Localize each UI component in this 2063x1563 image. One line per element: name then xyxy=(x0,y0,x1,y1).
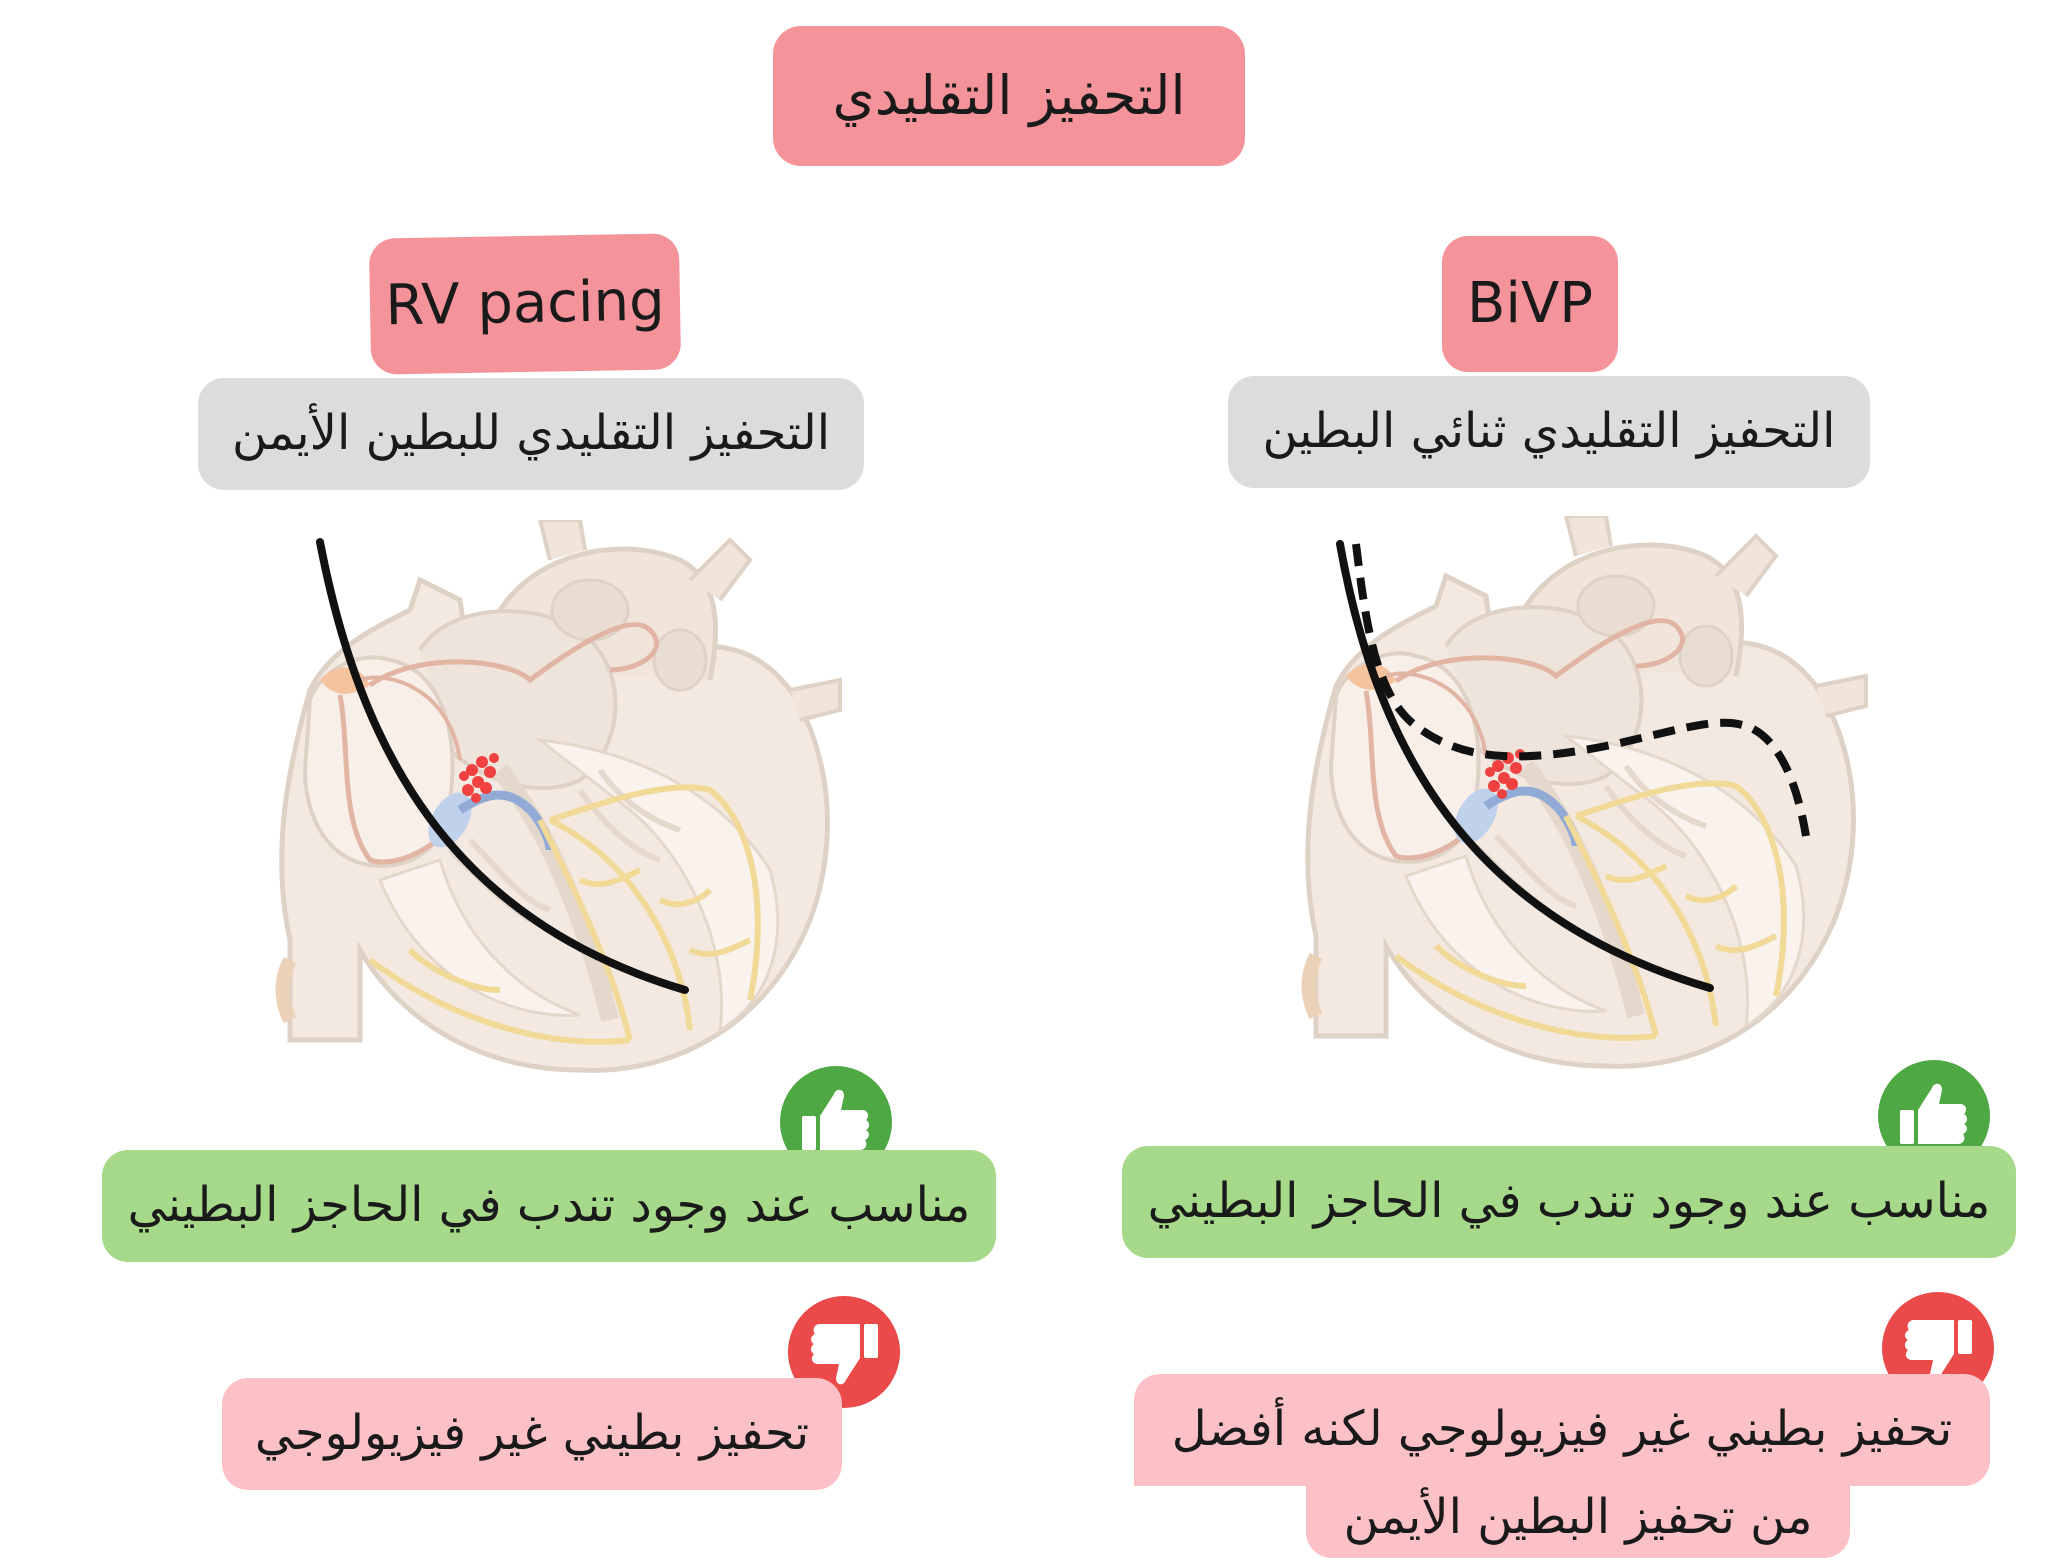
rv-pacing-label: RV pacing xyxy=(368,233,682,375)
bivp-disadvantage-line2: من تحفيز البطين الأيمن xyxy=(1306,1478,1850,1558)
rv-pacing-subtitle: التحفيز التقليدي للبطين الأيمن xyxy=(198,378,864,490)
rv-pacing-advantage: مناسب عند وجود تندب في الحاجز البطيني xyxy=(102,1150,996,1262)
thumbs-up-icon xyxy=(1878,1060,1990,1172)
bivp-subtitle: التحفيز التقليدي ثنائي البطين xyxy=(1228,376,1870,488)
page-title: التحفيز التقليدي xyxy=(773,26,1245,166)
bivp-label: BiVP xyxy=(1442,236,1618,372)
rv-pacing-heart-diagram xyxy=(250,520,850,1080)
rv-pacing-disadvantage: تحفيز بطيني غير فيزيولوجي xyxy=(222,1378,842,1490)
bivp-disadvantage-line1: تحفيز بطيني غير فيزيولوجي لكنه أفضل xyxy=(1134,1374,1990,1486)
bivp-rv-lead xyxy=(1336,540,1714,992)
bivp-advantage: مناسب عند وجود تندب في الحاجز البطيني xyxy=(1122,1146,2016,1258)
rv-pacing-lead xyxy=(316,538,689,994)
bivp-lv-lead xyxy=(1352,543,1810,837)
bivp-heart-diagram xyxy=(1276,516,1876,1076)
